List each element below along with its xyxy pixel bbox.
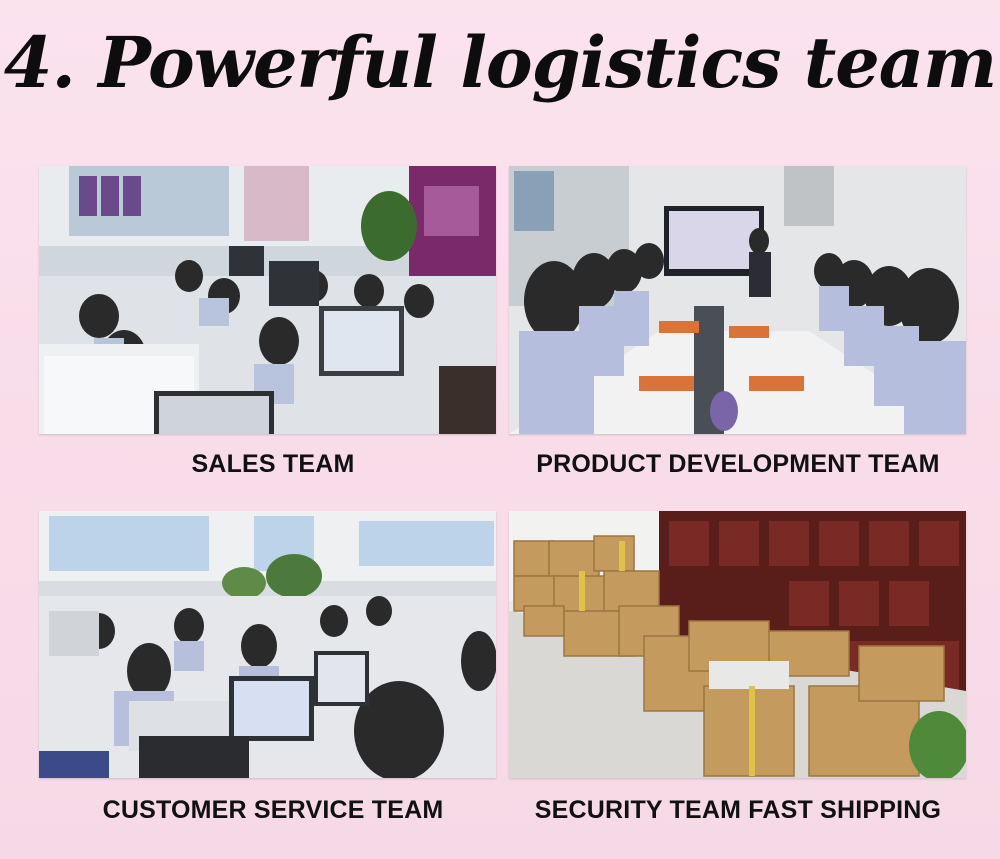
- product-development-photo: [509, 166, 966, 434]
- product-development-caption: PRODUCT DEVELOPMENT TEAM: [536, 450, 940, 478]
- shipping-warehouse-photo: [509, 511, 966, 778]
- sales-team-photo: [39, 166, 496, 434]
- customer-service-photo: [39, 511, 496, 778]
- customer-service-caption: CUSTOMER SERVICE TEAM: [102, 796, 444, 824]
- sales-team-caption: SALES TEAM: [191, 450, 355, 478]
- page-title: 4. Powerful logistics team: [3, 21, 997, 104]
- shipping-caption: SECURITY TEAM FAST SHIPPING: [534, 796, 942, 824]
